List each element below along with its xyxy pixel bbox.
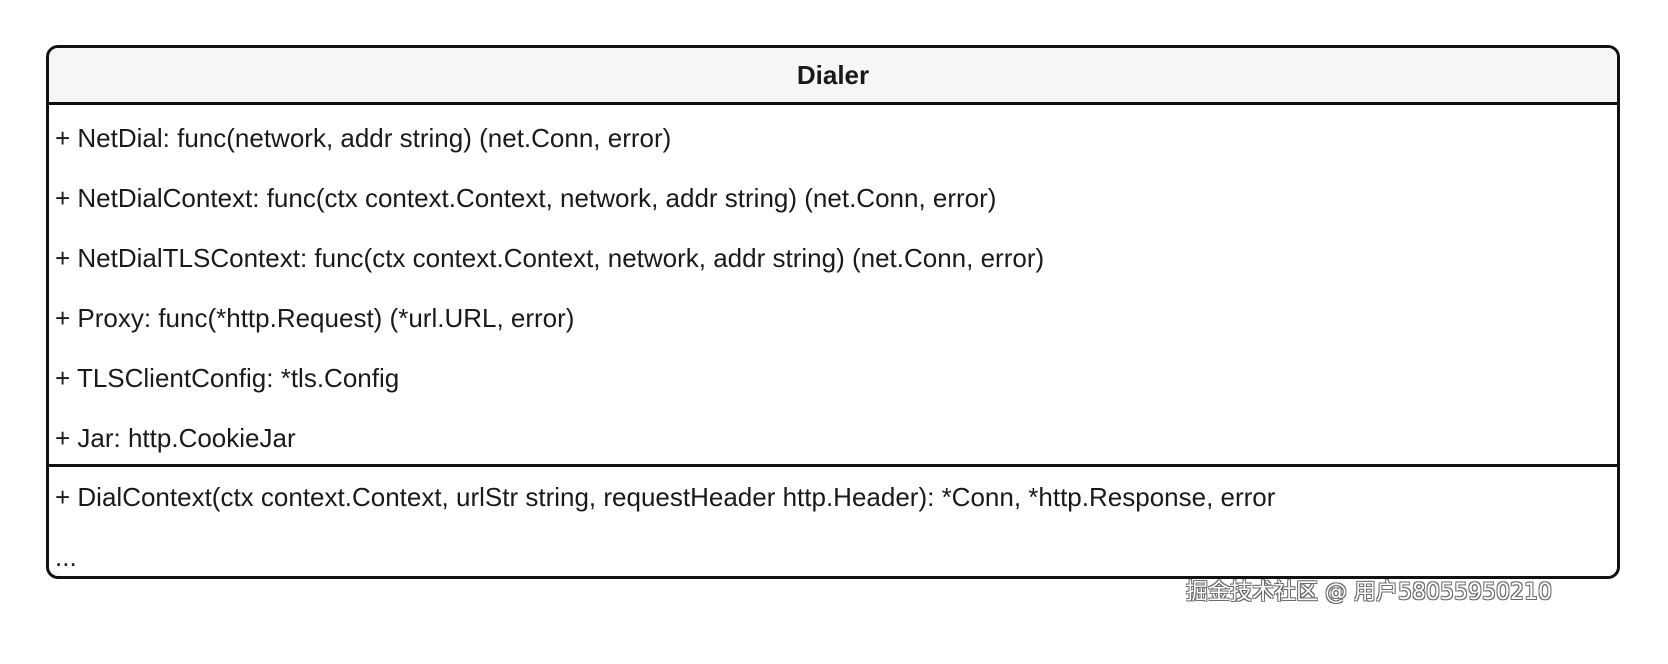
watermark: 掘金技术社区 @ 用户58055950210 xyxy=(1186,580,1552,605)
attribute-tlsclientconfig: + TLSClientConfig: *tls.Config xyxy=(55,363,400,393)
attribute-netdial: + NetDial: func(network, addr string) (n… xyxy=(55,123,672,153)
attributes-compartment: + NetDial: func(network, addr string) (n… xyxy=(49,105,1617,467)
operations-compartment: + DialContext(ctx context.Context, urlSt… xyxy=(49,467,1617,576)
uml-class-dialer: Dialer + NetDial: func(network, addr str… xyxy=(46,45,1620,579)
operation-dialcontext: + DialContext(ctx context.Context, urlSt… xyxy=(55,482,1276,512)
class-name: Dialer xyxy=(49,48,1617,105)
attribute-netdialcontext: + NetDialContext: func(ctx context.Conte… xyxy=(55,183,997,213)
attribute-jar: + Jar: http.CookieJar xyxy=(55,423,296,453)
attribute-proxy: + Proxy: func(*http.Request) (*url.URL, … xyxy=(55,303,575,333)
attribute-netdialtlscontext: + NetDialTLSContext: func(ctx context.Co… xyxy=(55,243,1045,273)
operation-ellipsis: ... xyxy=(55,542,77,572)
